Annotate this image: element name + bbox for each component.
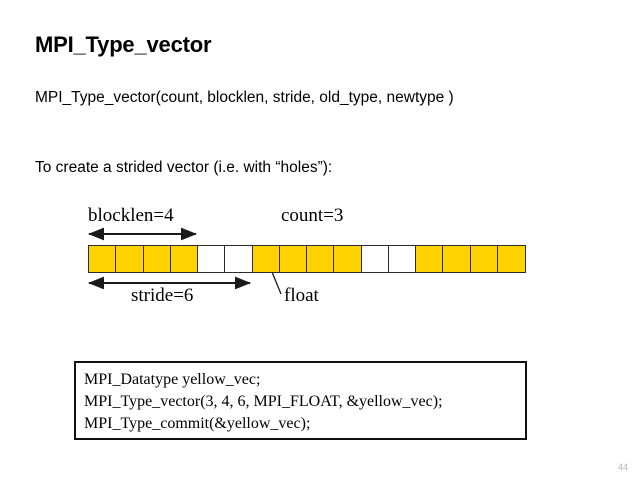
memory-bar [88, 245, 526, 273]
description-text: To create a strided vector (i.e. with “h… [35, 159, 333, 176]
function-signature-text: MPI_Type_vector(count, blocklen, stride,… [35, 89, 454, 106]
memory-cell [225, 246, 253, 272]
memory-cell [170, 246, 198, 272]
memory-cell [89, 246, 117, 272]
memory-cell [198, 246, 226, 272]
page-title: MPI_Type_vector [35, 32, 212, 57]
float-label: float [284, 285, 319, 306]
code-line: MPI_Type_commit(&yellow_vec); [84, 415, 311, 432]
memory-cell [143, 246, 171, 272]
memory-cell [388, 246, 416, 272]
memory-cell [470, 246, 498, 272]
blocklen-label: blocklen=4 [88, 205, 174, 226]
code-line: MPI_Type_vector(3, 4, 6, MPI_FLOAT, &yel… [84, 393, 443, 410]
memory-cell [443, 246, 471, 272]
memory-cell [252, 246, 280, 272]
memory-cell [334, 246, 362, 272]
count-label: count=3 [281, 205, 344, 226]
memory-cell [116, 246, 144, 272]
memory-cell [497, 246, 525, 272]
memory-cell [307, 246, 335, 272]
stride-label: stride=6 [131, 285, 194, 306]
code-example-box: MPI_Datatype yellow_vec; MPI_Type_vector… [74, 361, 527, 440]
memory-cell [361, 246, 389, 272]
code-line: MPI_Datatype yellow_vec; [84, 371, 261, 388]
memory-cell [416, 246, 444, 272]
page-number: 44 [617, 462, 628, 472]
memory-cell [279, 246, 307, 272]
